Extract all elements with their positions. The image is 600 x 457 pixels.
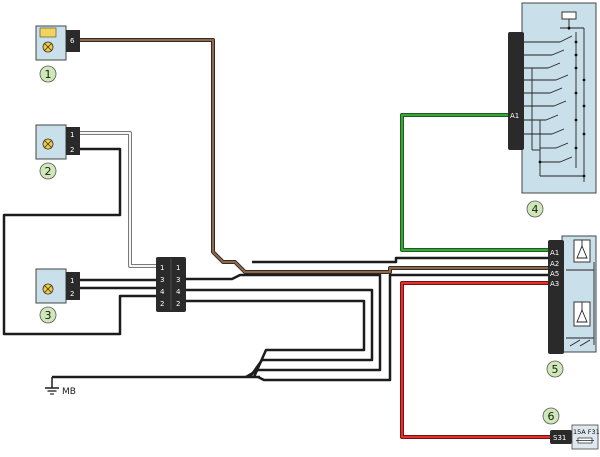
splice-left-pin-2: 3 <box>160 276 164 284</box>
component-2: 1 2 2 <box>36 125 80 179</box>
wire-brown <box>80 40 548 272</box>
lamp-icon <box>43 42 53 52</box>
lamp-icon <box>43 284 53 294</box>
component-4: A1 <box>508 3 596 217</box>
fuse-icon <box>576 438 594 443</box>
splice-right-pin-1: 1 <box>176 264 180 272</box>
component-2-number: 2 <box>45 165 52 178</box>
wire-black-splice-2 <box>186 301 364 377</box>
component-5-connector <box>548 240 564 354</box>
component-5: A1 A2 A5 A3 5 <box>547 236 596 377</box>
component-3: 1 2 3 <box>36 269 80 323</box>
component-1-pin: 6 <box>70 37 75 45</box>
wire-brown-core <box>80 40 548 272</box>
wire-black-splice-4 <box>186 290 372 377</box>
component-4-number: 4 <box>532 203 539 216</box>
component-6-pin: S31 <box>553 434 566 442</box>
component-4-pin: A1 <box>510 112 519 120</box>
component-5-pin-a3: A3 <box>550 280 559 288</box>
splice-right-pin-4: 2 <box>176 300 180 308</box>
component-3-number: 3 <box>45 309 52 322</box>
component-5-pin-a5: A5 <box>550 270 559 278</box>
component-4-connector <box>508 32 524 150</box>
splice-left-pin-3: 4 <box>160 288 165 296</box>
component-3-pin-1: 1 <box>70 277 74 285</box>
ground-symbol: MB <box>45 377 76 397</box>
splice-right-pin-2: 3 <box>176 276 180 284</box>
component-3-pin-2: 2 <box>70 290 74 298</box>
splice-left-pin-1: 1 <box>160 264 164 272</box>
component-2-pin-1: 1 <box>70 131 74 139</box>
wire-red-core <box>402 283 552 437</box>
wire-black-loop <box>4 149 158 334</box>
ground-label: MB <box>62 387 76 397</box>
component-5-pin-a2: A2 <box>550 260 559 268</box>
component-6: 6 S31 15A F31 <box>543 408 600 449</box>
component-5-number: 5 <box>552 363 559 376</box>
component-6-fuse-rating: 15A F31 <box>573 428 600 436</box>
component-1: 6 1 <box>36 26 80 82</box>
indicator-icon <box>40 28 56 37</box>
wire-white-core <box>80 133 156 266</box>
lamp-icon <box>43 139 53 149</box>
component-5-pin-a1: A1 <box>550 249 559 257</box>
splice-left-pin-4: 2 <box>160 300 164 308</box>
component-6-number: 6 <box>548 410 555 423</box>
wires <box>4 40 552 437</box>
wire-white <box>80 133 156 266</box>
wire-black-a1 <box>252 258 548 262</box>
wire-red <box>402 283 552 437</box>
splice-right-pin-3: 4 <box>176 288 181 296</box>
component-1-number: 1 <box>45 68 52 81</box>
splice-connector: 1 3 4 2 1 3 4 2 <box>156 257 186 312</box>
component-2-pin-2: 2 <box>70 146 74 154</box>
